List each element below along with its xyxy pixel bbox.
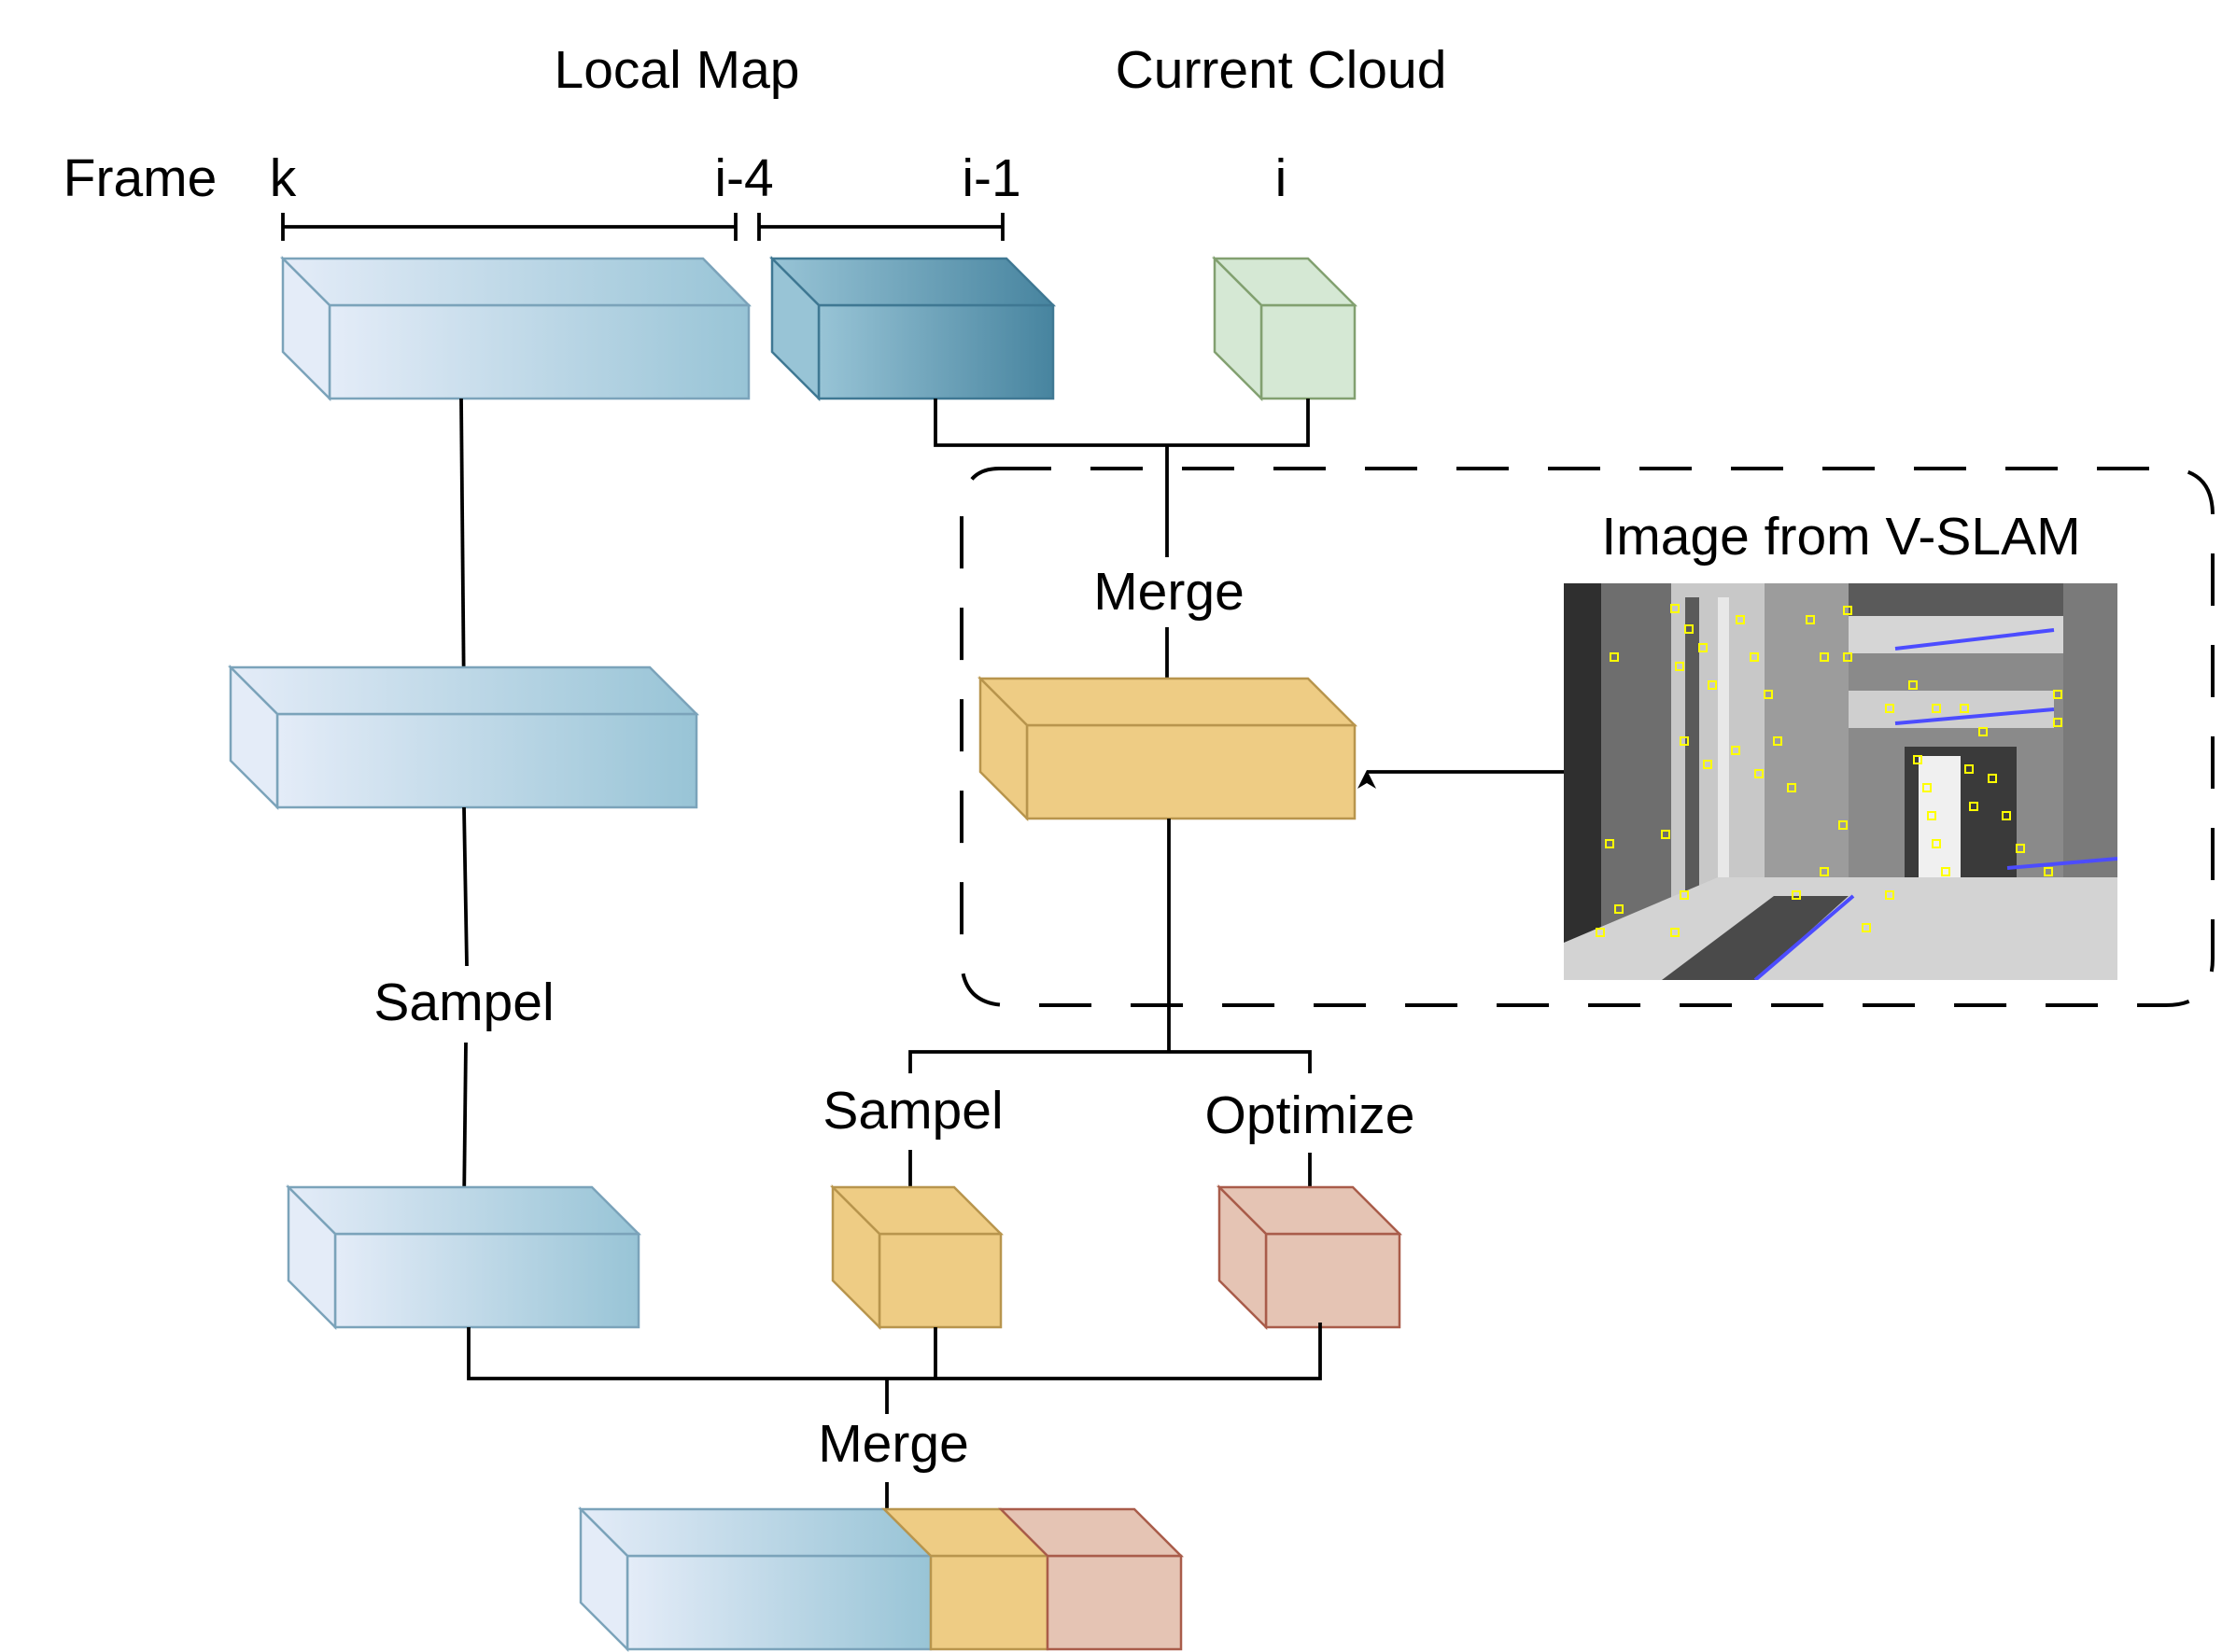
- sampel-mid-label: Sampel: [823, 1081, 1003, 1141]
- local-map-block: [279, 255, 752, 402]
- local-map-copy-block: [227, 664, 700, 811]
- optimize-label: Optimize: [1205, 1085, 1415, 1145]
- recent-frames-block: [768, 255, 1057, 402]
- merged-cloud-block: [977, 675, 1358, 822]
- merge-input-connector: [934, 399, 1310, 447]
- sampel-left-label: Sampel: [373, 973, 554, 1032]
- frame-k-label: k: [270, 148, 297, 208]
- frame-i-minus-1-label: i-1: [962, 148, 1020, 208]
- frame-range-bracket-i4-to-i1: [757, 213, 1005, 241]
- current-cloud-block: [1211, 255, 1358, 402]
- connector-to-sampel-left: [462, 806, 469, 967]
- final-local-map-block: [577, 1505, 1185, 1652]
- arrow-to-sampled-map: [462, 1042, 482, 1216]
- bottom-merge-connector: [467, 1323, 1322, 1380]
- frame-label: Frame: [63, 148, 218, 208]
- merge-bottom-label: Merge: [818, 1414, 969, 1474]
- frame-i-label: i: [1275, 148, 1287, 208]
- frame-range-bracket-k-to-i4: [281, 213, 738, 241]
- merge-top-label: Merge: [1093, 562, 1245, 622]
- vslam-region-border: [960, 467, 2215, 1007]
- sampled-cloud-block: [829, 1183, 1005, 1331]
- vslam-image: [1564, 583, 2117, 980]
- frame-i-minus-4-label: i-4: [714, 148, 773, 208]
- current-cloud-label: Current Cloud: [1116, 40, 1447, 100]
- vslam-image-label: Image from V-SLAM: [1601, 507, 2080, 567]
- local-map-label: Local Map: [555, 40, 800, 100]
- arrow-local-map-down: [459, 398, 482, 714]
- sampled-map-block: [285, 1183, 642, 1331]
- split-connector: [908, 1050, 1312, 1073]
- optimized-cloud-block: [1216, 1183, 1403, 1331]
